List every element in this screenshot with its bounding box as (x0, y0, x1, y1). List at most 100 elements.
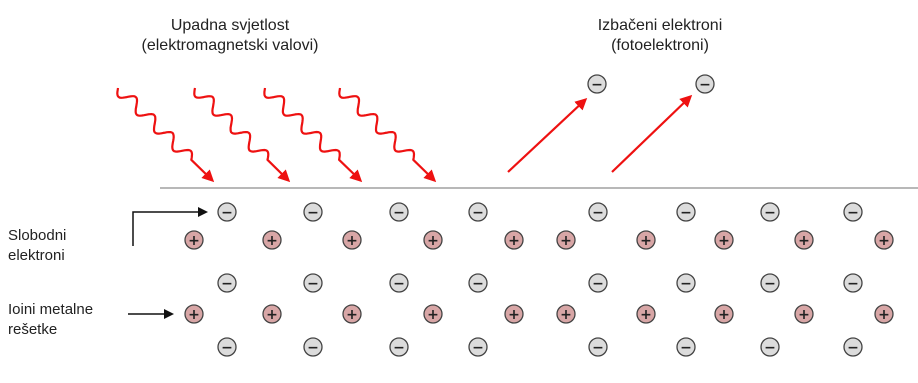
lattice-ion: + (423, 230, 443, 250)
plus-sign: + (878, 307, 890, 323)
lattice-ions-label: Ioini metalne rešetke (8, 300, 128, 340)
lattice-ion: + (342, 304, 362, 324)
electron-circle (760, 273, 780, 293)
electron-circle (468, 202, 488, 222)
electron-circle (676, 337, 696, 357)
minus-sign: − (591, 77, 603, 93)
electron: − (760, 337, 780, 357)
minus-sign: − (393, 340, 405, 356)
plus-sign: + (640, 307, 652, 323)
incident-light-label-line-1: Upadna svjetlost (170, 17, 290, 34)
lattice-ion: + (262, 230, 282, 250)
electron-circle (468, 337, 488, 357)
electron-circle (695, 74, 715, 94)
electron-circle (588, 273, 608, 293)
plus-sign: + (266, 233, 278, 249)
lattice-ion: + (262, 304, 282, 324)
minus-sign: − (764, 276, 776, 292)
electron-circle (588, 202, 608, 222)
lattice-ion: + (636, 304, 656, 324)
electron: − (468, 337, 488, 357)
ejection-arrow (507, 97, 588, 173)
ion-circle (184, 230, 204, 250)
electron: − (389, 273, 409, 293)
plus-sign: + (427, 233, 439, 249)
ion-circle (636, 230, 656, 250)
electron-circle (760, 337, 780, 357)
lattice-ion: + (556, 304, 576, 324)
lattice-ion: + (794, 230, 814, 250)
electron-circle (676, 273, 696, 293)
electron: − (695, 74, 715, 94)
minus-sign: − (680, 205, 692, 221)
electron-circle (468, 273, 488, 293)
plus-sign: + (640, 233, 652, 249)
minus-sign: − (472, 205, 484, 221)
minus-sign: − (680, 276, 692, 292)
electron: − (843, 337, 863, 357)
minus-sign: − (393, 276, 405, 292)
electron: − (588, 337, 608, 357)
minus-sign: − (592, 276, 604, 292)
lattice-ion: + (636, 230, 656, 250)
ion-circle (423, 230, 443, 250)
minus-sign: − (847, 276, 859, 292)
plus-sign: + (798, 233, 810, 249)
ejection-arrow (611, 94, 693, 173)
ion-circle (714, 230, 734, 250)
ion-circle (874, 304, 894, 324)
plus-sign: + (718, 233, 730, 249)
plus-sign: + (266, 307, 278, 323)
minus-sign: − (393, 205, 405, 221)
ion-circle (262, 304, 282, 324)
incident-light-wave (338, 87, 437, 183)
electron: − (676, 273, 696, 293)
ion-circle (342, 304, 362, 324)
electron: − (303, 202, 323, 222)
electron: − (468, 202, 488, 222)
electron: − (676, 202, 696, 222)
minus-sign: − (307, 276, 319, 292)
lattice-ion: + (874, 230, 894, 250)
lattice-ion: + (714, 304, 734, 324)
electron-circle (217, 337, 237, 357)
ion-circle (794, 230, 814, 250)
minus-sign: − (221, 340, 233, 356)
electron: − (760, 202, 780, 222)
electron-circle (389, 273, 409, 293)
electron: − (217, 273, 237, 293)
plus-sign: + (798, 307, 810, 323)
incident-light-wave (116, 87, 215, 183)
ion-circle (423, 304, 443, 324)
free-electrons-pointer-arrow (132, 207, 208, 246)
metal-lattice: −−−−−−−−−−−−−−−−−−−−−−−−++++++++++++++++… (184, 202, 894, 357)
minus-sign: − (699, 77, 711, 93)
electron: − (587, 74, 607, 94)
plus-sign: + (346, 233, 358, 249)
lattice-ion: + (874, 304, 894, 324)
electron: − (588, 273, 608, 293)
electron-circle (843, 202, 863, 222)
electron-circle (217, 273, 237, 293)
electron: − (588, 202, 608, 222)
electron-circle (588, 337, 608, 357)
ion-circle (556, 230, 576, 250)
ejected-photoelectrons: −− (507, 74, 715, 173)
ion-circle (262, 230, 282, 250)
lattice-ions-label-line-1: Ioini metalne (8, 301, 94, 318)
plus-sign: + (427, 307, 439, 323)
minus-sign: − (307, 340, 319, 356)
ion-circle (184, 304, 204, 324)
electron: − (843, 202, 863, 222)
electron-circle (760, 202, 780, 222)
lattice-ion: + (504, 304, 524, 324)
electron-circle (843, 337, 863, 357)
incident-light-waves (116, 87, 437, 183)
electron: − (676, 337, 696, 357)
incident-light-wave (193, 87, 291, 183)
free-electrons-label-line-2: elektroni (8, 247, 65, 264)
lattice-ion: + (794, 304, 814, 324)
electron-circle (389, 337, 409, 357)
minus-sign: − (221, 276, 233, 292)
